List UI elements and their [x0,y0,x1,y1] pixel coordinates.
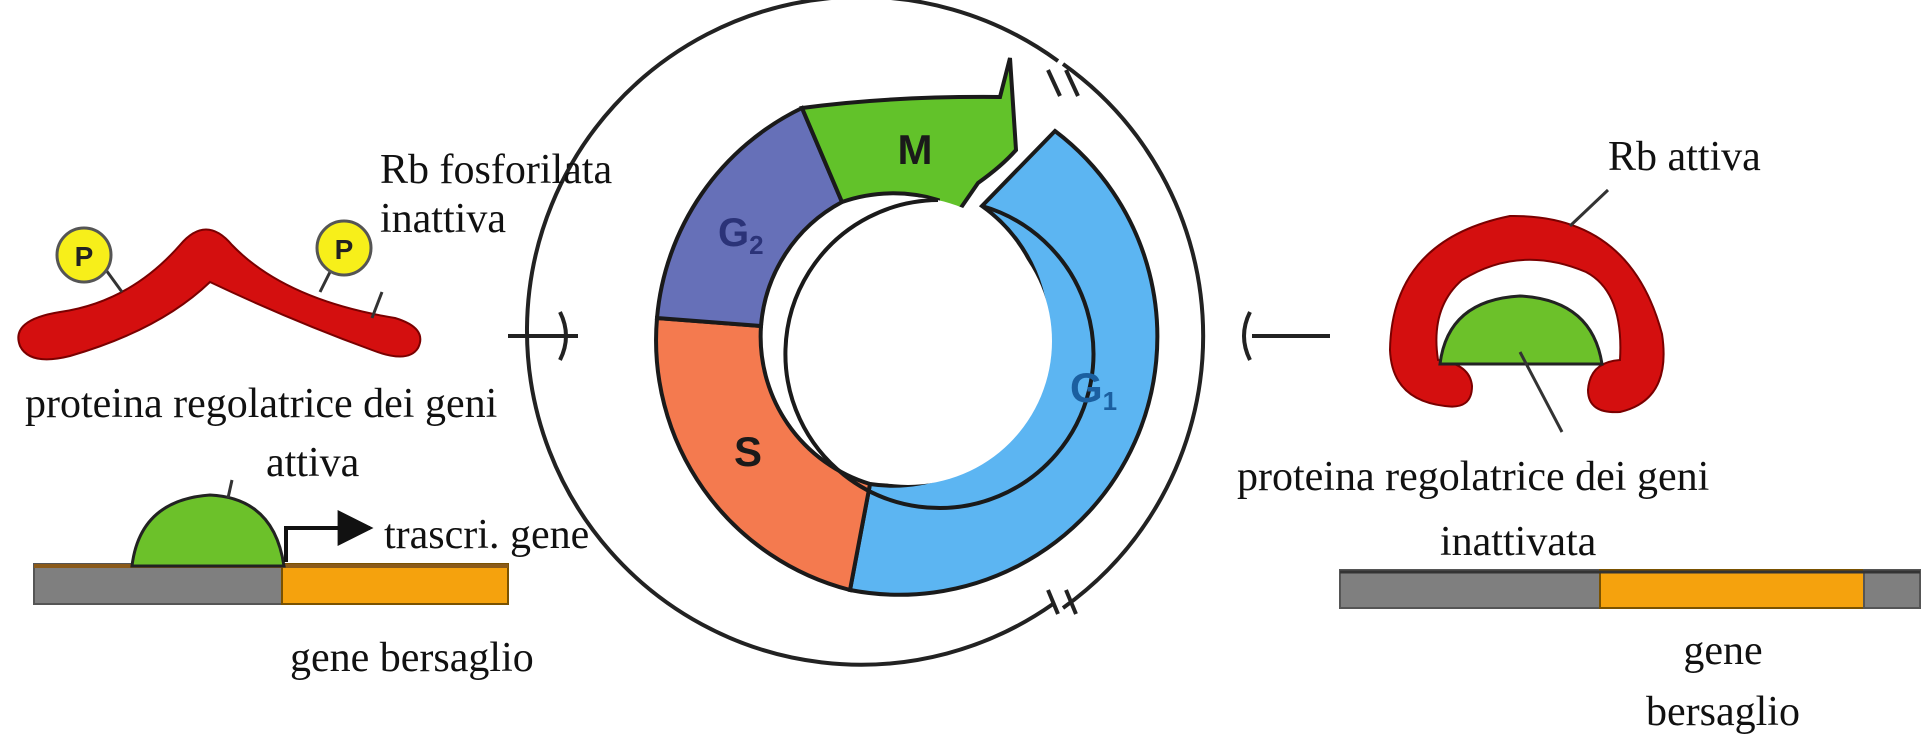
transcription-arrow [284,510,374,562]
phosphate-circle-left [55,226,113,284]
inactive-regulator-protein [1438,294,1604,366]
phosphate-link-left [104,269,124,293]
left-target-gene-label: gene bersaglio [290,635,534,681]
phase-g1-label: G1 [1070,364,1117,416]
ring-break-tick-bottom-1 [1046,589,1060,615]
left-target-gene [281,563,509,605]
left-dna-grey-segment [33,563,283,605]
phase-s-label: S [734,428,762,475]
right-target-gene-label-line2: bersaglio [1646,689,1800,735]
phase-g1-letter: G [1070,364,1103,411]
phase-g2-segment [654,105,845,329]
phosphate-circle-right [315,219,373,277]
right-target-gene-label-line1: gene [1683,628,1762,674]
active-regulator-label-line2: attiva [266,440,360,486]
ring-break-tick-bottom-2 [1064,589,1078,615]
left-connector-cusp [558,311,568,361]
ring-break-tick-top-2 [1064,69,1080,97]
rb-active-shape [1388,214,1665,414]
transcription-label: trascri. gene [384,512,589,558]
phase-m-label: M [898,126,933,173]
cell-cycle: M G2 S G1 [508,0,1330,667]
ring-break-tick-top-1 [1046,69,1062,97]
cycle-inner-hole [764,197,1052,485]
active-regulator-protein [130,493,286,568]
phase-g2-label: G2 [718,211,764,260]
outer-cycle-ring [1061,62,1206,610]
phase-g2-subscript: 2 [749,230,763,260]
phosphate-label-left: P [75,241,94,272]
rb-active-label: Rb attiva [1608,134,1761,180]
phase-s-segment [654,315,873,593]
right-dna-grey-left [1339,569,1601,609]
active-regulator-label-line1: proteina regolatrice dei geni [25,381,497,427]
rb-active-pointer [1568,188,1610,228]
phase-g2-letter: G [718,211,749,255]
right-connector-cusp [1242,311,1252,361]
rb-phosphorylated-label-line2: inattiva [380,196,506,242]
cycle-inner-hole-edge [783,198,1096,510]
inactive-regulator-label-line1: proteina regolatrice dei geni [1237,454,1709,500]
left-panel: P P Rb fosforilata inattiva proteina reg… [17,147,612,681]
right-dna-grey-right [1863,569,1921,609]
phase-m-arrow [799,57,1019,244]
rb-phosphorylated-pointer [370,291,384,319]
rb-phosphorylated-label-line1: Rb fosforilata [380,147,612,193]
phosphate-link-right [318,271,332,293]
phosphate-label-right: P [335,234,354,265]
outer-cycle-ring-left [525,0,1060,667]
active-regulator-pointer [226,479,234,499]
right-target-gene [1599,569,1865,609]
right-panel: Rb attiva proteina regolatrice dei geni … [1237,134,1921,735]
inactive-regulator-pointer [1518,351,1564,433]
phase-g1-subscript: 1 [1103,386,1117,416]
inactive-regulator-label-line2: inattivata [1440,519,1597,565]
rb-phosphorylated-shape [17,228,422,361]
